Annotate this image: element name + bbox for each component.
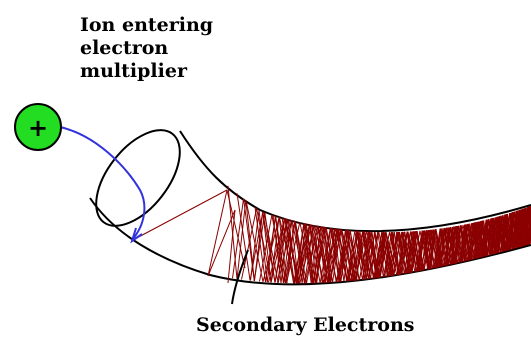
positive-ion-icon: + bbox=[15, 104, 61, 150]
ion-entering-label: Ion entering electron multiplier bbox=[80, 14, 213, 83]
ion-label-line-3: multiplier bbox=[80, 60, 213, 83]
secondary-electrons-pointer bbox=[232, 250, 248, 304]
ion-charge-symbol: + bbox=[28, 114, 48, 142]
ion-label-line-1: Ion entering bbox=[80, 14, 213, 37]
electron-path-segment bbox=[133, 190, 227, 240]
ion-trajectory bbox=[60, 127, 144, 240]
ion-label-line-2: electron bbox=[80, 37, 213, 60]
secondary-electrons-label: Secondary Electrons bbox=[196, 314, 414, 337]
electron-path-segment bbox=[208, 190, 227, 276]
electron-path-segment bbox=[251, 210, 260, 280]
tube-mouth-ellipse bbox=[80, 115, 196, 240]
